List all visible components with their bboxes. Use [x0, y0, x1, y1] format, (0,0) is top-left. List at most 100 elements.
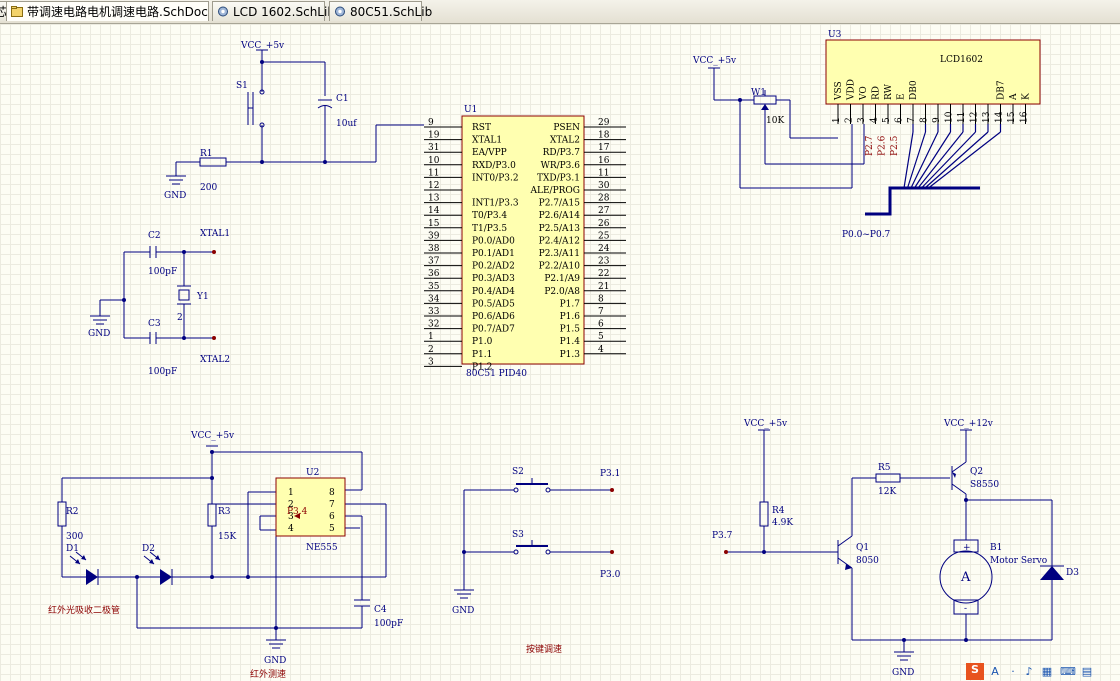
u1-pin-number: 5 [598, 332, 604, 342]
u1-pin-number: 28 [598, 194, 610, 204]
bus-entry [906, 131, 927, 189]
u3-pin-number: 14 [995, 111, 1005, 123]
schematic-sheet[interactable]: VCC_+5v S1 C1 10uf R1 200 GND C2 100pF C… [0, 24, 1120, 681]
tab-schdoc[interactable]: 带调速电路电机调速电路.SchDoc * [6, 1, 218, 21]
tab-lcd-schlib[interactable]: LCD 1602.SchLib [212, 1, 335, 21]
library-icon [218, 6, 228, 17]
u1-pin-name: WR/P3.6 [541, 161, 581, 171]
sound-icon[interactable]: ♪ [1025, 665, 1033, 678]
u3-pin-number: 7 [907, 117, 917, 123]
u1-pin-number: 8 [598, 294, 604, 304]
u1-pin-number: 31 [428, 143, 439, 153]
c4-value: 100pF [374, 619, 403, 629]
u1-pin-name: ALE/PROG [530, 186, 580, 196]
u1-pin-name: P2.0/A8 [544, 287, 580, 297]
c1-label: C1 [336, 94, 349, 104]
u1-pin-name: P2.2/A10 [539, 262, 581, 272]
u1-pin-number: 26 [598, 219, 610, 229]
input-mode-icon[interactable]: A [991, 665, 999, 678]
u1-pin-name: P2.6/A14 [539, 211, 581, 221]
u1-pin-number: 32 [428, 320, 439, 330]
u1-pin-number: 12 [428, 181, 439, 191]
u1-pin-number: 6 [598, 320, 604, 330]
schematic-canvas: VCC_+5v S1 C1 10uf R1 200 GND C2 100pF C… [48, 30, 1079, 680]
u1-pin-number: 24 [598, 244, 610, 254]
u1-pin-number: 11 [598, 168, 609, 178]
q2-label: Q2 [970, 467, 983, 477]
u2-body[interactable] [275, 477, 346, 537]
u1-pin-number: 35 [428, 282, 440, 292]
bus-entry [921, 131, 976, 189]
gnd-label: GND [892, 668, 914, 678]
u1-pin-number: 9 [428, 118, 434, 128]
u2-pin-number: 7 [329, 500, 335, 510]
keyboard-icon[interactable]: ⌨ [1060, 665, 1076, 678]
bus-entry [928, 131, 1001, 189]
q1-label: Q1 [856, 543, 869, 553]
u1-body[interactable] [461, 115, 585, 365]
sogou-s-icon[interactable]: S [966, 663, 984, 680]
u1-pin-name: XTAL1 [472, 136, 502, 146]
b1-label: B1 [990, 543, 1002, 553]
c2-value: 100pF [148, 267, 177, 277]
motor-plus: + [963, 543, 971, 553]
u3-pin-number: 10 [945, 111, 955, 123]
p31-net: P3.1 [600, 469, 620, 479]
menu-icon[interactable]: ▤ [1081, 665, 1093, 678]
u1-pin-number: 4 [598, 345, 604, 355]
u3-body[interactable] [825, 39, 1041, 105]
bus-entry [917, 131, 964, 189]
punctuation-icon[interactable]: · [1011, 665, 1015, 678]
u1-pin-name: P0.1/AD1 [472, 249, 515, 259]
u3-pin-name: DB0 [909, 80, 919, 100]
q2-type: S8550 [970, 480, 999, 490]
u3-pin-number: 1 [832, 117, 842, 123]
u1-pin-name: P0.3/AD3 [472, 274, 515, 284]
u1-pin-name: T0/P3.4 [472, 211, 507, 221]
library-icon [335, 6, 345, 17]
u3-pin-number: 6 [895, 117, 905, 123]
u3-pin-number: 2 [845, 117, 855, 123]
u1-pin-number: 27 [598, 206, 610, 216]
u1-pin-number: 1 [428, 332, 434, 342]
vcc12-label: VCC_+12v [943, 419, 994, 429]
u2-type: NE555 [306, 543, 338, 553]
vcc-label: VCC_+5v [190, 431, 235, 441]
u1-pin-number: 11 [428, 168, 439, 178]
bus-entry [913, 131, 952, 189]
u1-pin-name: RXD/P3.0 [472, 161, 516, 171]
u1-pin-name: XTAL2 [550, 136, 580, 146]
ir-section-caption: 红外测速 [250, 668, 286, 680]
u1-pin-name: EA/VPP [472, 148, 507, 158]
u1-pin-number: 7 [598, 307, 604, 317]
u3-pin-number: 11 [957, 112, 967, 123]
u1-pin-number: 16 [598, 156, 610, 166]
u1-pin-name: P1.0 [472, 337, 493, 347]
u3-pin-number: 12 [970, 112, 980, 123]
u1-pin-number: 13 [428, 194, 440, 204]
p30-net: P3.0 [600, 570, 621, 580]
u1-pin-number: 21 [598, 282, 609, 292]
u1-pin-name: P1.5 [560, 325, 581, 335]
u1-pin-number: 39 [428, 231, 440, 241]
u1-footer: 80C51 PID40 [466, 369, 527, 379]
u3-name: LCD1602 [940, 55, 983, 65]
document-tab-bar: 芯 带调速电路电机调速电路.SchDoc * LCD 1602.SchLib 8… [0, 0, 1120, 24]
u3-pin-number: 16 [1020, 111, 1030, 123]
u1-pin-number: 37 [428, 257, 440, 267]
u3-pin-number: 13 [982, 111, 992, 123]
c3-value: 100pF [148, 367, 177, 377]
u1-pin-name: INT1/P3.3 [472, 199, 519, 209]
lcd-net-label: P2.6 [878, 135, 888, 156]
u1-pin-number: 30 [598, 181, 610, 191]
u1-pin-name: P1.4 [560, 337, 581, 347]
grid-icon[interactable]: ▦ [1041, 665, 1053, 678]
r1-label: R1 [200, 149, 213, 159]
bus-label: P0.0~P0.7 [842, 230, 891, 240]
bus-entry [910, 131, 939, 189]
u3-pin-name: E [897, 93, 907, 100]
r5-value: 12K [878, 487, 896, 497]
r2-label: R2 [66, 507, 79, 517]
tab-80c51-schlib[interactable]: 80C51.SchLib [329, 1, 432, 21]
gnd-label: GND [88, 329, 110, 339]
